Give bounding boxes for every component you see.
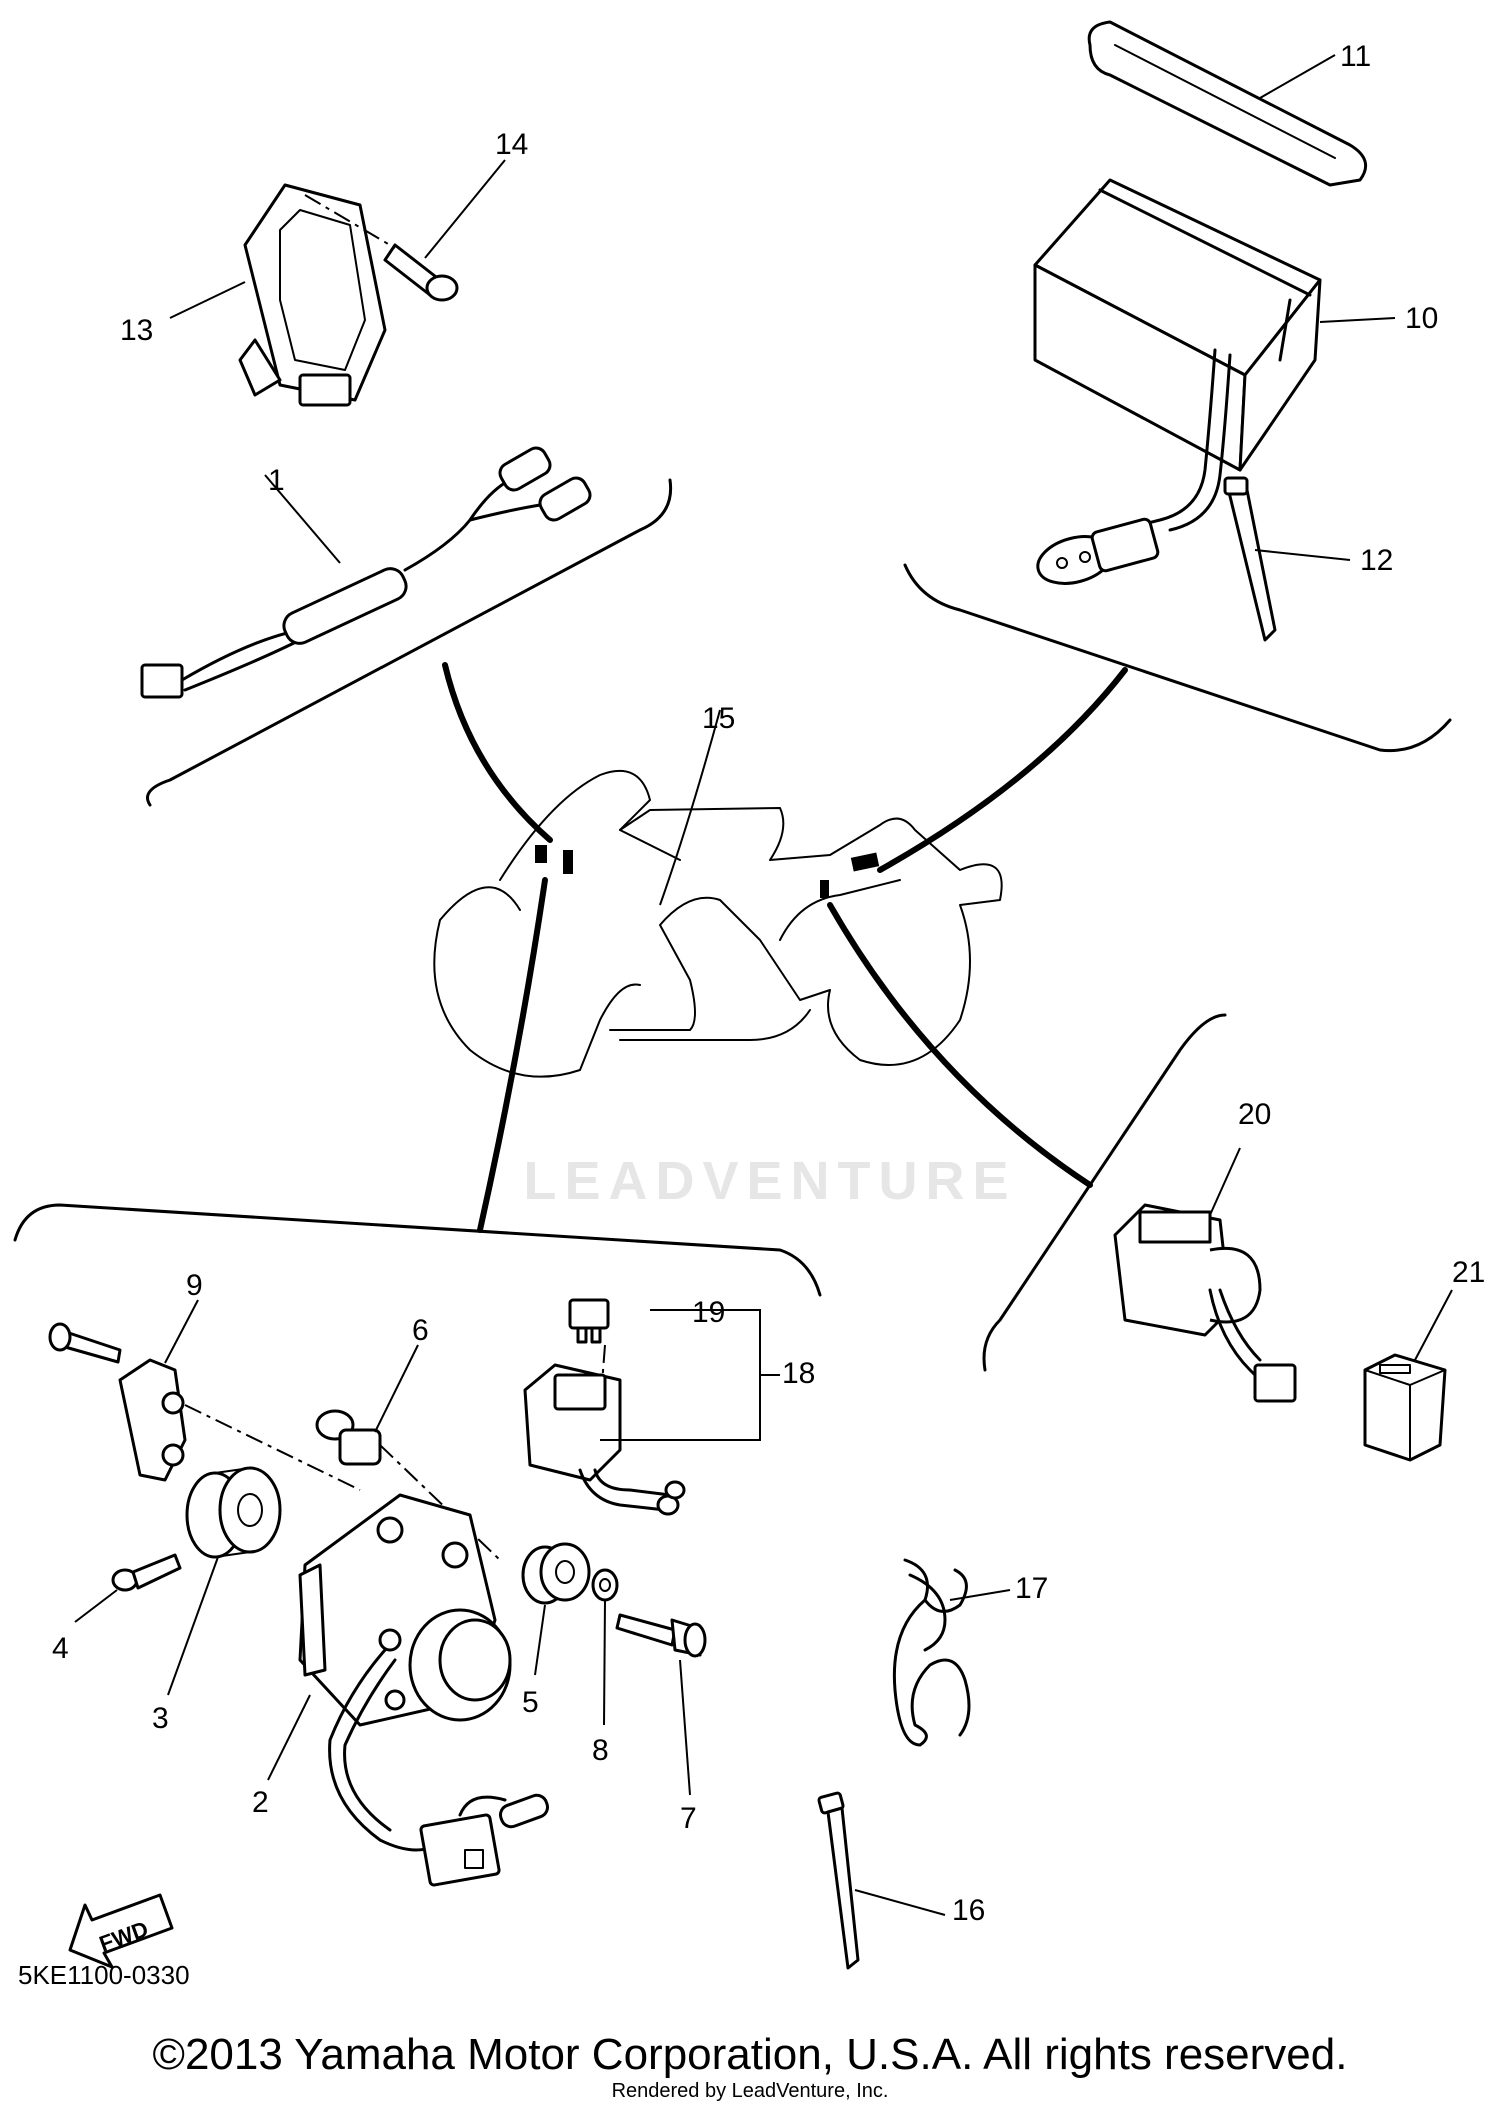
watermark-text: LEADVENTURE [523, 1151, 1017, 1211]
part-9-bracket [48, 1322, 361, 1491]
callout-3: 3 [152, 1702, 169, 1735]
callout-6: 6 [412, 1314, 429, 1347]
callout-5: 5 [522, 1686, 539, 1719]
callout-21: 21 [1452, 1256, 1485, 1289]
callout-labels: 1 2 3 4 5 6 7 8 9 10 11 12 13 14 15 16 1… [52, 40, 1485, 1927]
connector-line-top-right [877, 667, 1128, 873]
part-5-grommet [521, 1542, 591, 1605]
callout-20: 20 [1238, 1098, 1271, 1131]
callout-8: 8 [592, 1734, 609, 1767]
callout-4: 4 [52, 1632, 69, 1665]
part-2-starter-relay [298, 1493, 512, 1852]
part-14-screw [304, 194, 459, 302]
part-21-flasher [1363, 1353, 1447, 1462]
callout-15: 15 [702, 702, 735, 735]
callout-2: 2 [252, 1786, 269, 1819]
part-4-screw [111, 1553, 182, 1592]
callout-18: 18 [782, 1357, 815, 1390]
part-6-collar [315, 1409, 501, 1561]
connector-line-bottom-left [477, 877, 548, 1233]
drawing-code: 5KE1100-0330 [18, 1960, 190, 1990]
callout-19: 19 [692, 1296, 725, 1329]
part-18-fuse-holder [523, 1363, 686, 1516]
panel-bottom-left [13, 1203, 822, 1297]
connector-line-bottom-right [827, 902, 1093, 1188]
callout-13: 13 [120, 314, 153, 347]
rendered-by-notice: Rendered by LeadVenture, Inc. [611, 2080, 889, 2102]
callout-11: 11 [1340, 40, 1371, 73]
part-8-washer [591, 1568, 619, 1602]
part-10-battery-lead [1036, 348, 1232, 585]
part-10-battery [1033, 178, 1322, 472]
harness-leader-15 [659, 709, 721, 906]
part-2-relay-connector [419, 1793, 549, 1887]
part-16-cable-tie [817, 1791, 860, 1970]
part-7-bolt [615, 1613, 707, 1658]
copyright-notice: ©2013 Yamaha Motor Corporation, U.S.A. A… [152, 2030, 1348, 2079]
callout-12: 12 [1360, 544, 1393, 577]
part-12-cable-tie [1223, 476, 1277, 642]
callout-9: 9 [186, 1269, 203, 1302]
callout-14: 14 [495, 128, 528, 161]
part-13-rectifier [238, 183, 387, 407]
part-17-clamp [892, 1558, 971, 1747]
part-19-fuse [568, 1298, 610, 1411]
part-11-battery-band [1087, 20, 1368, 187]
connector-line-top-left [442, 662, 553, 843]
callout-7: 7 [680, 1802, 697, 1835]
panel-top-left [146, 478, 673, 807]
leader-lines [74, 54, 1453, 1916]
callout-1: 1 [268, 464, 285, 497]
part-3-damper [185, 1466, 282, 1559]
callout-17: 17 [1015, 1572, 1048, 1605]
fwd-arrow-icon: FWD [68, 1893, 174, 1969]
part-1-wire-lead [140, 446, 592, 699]
callout-10: 10 [1405, 302, 1438, 335]
callout-16: 16 [952, 1894, 985, 1927]
panel-top-right [903, 563, 1452, 753]
motorcycle-outline [433, 770, 1003, 1078]
part-20-relay [1113, 1203, 1297, 1403]
bracket-18-19 [600, 1309, 780, 1441]
